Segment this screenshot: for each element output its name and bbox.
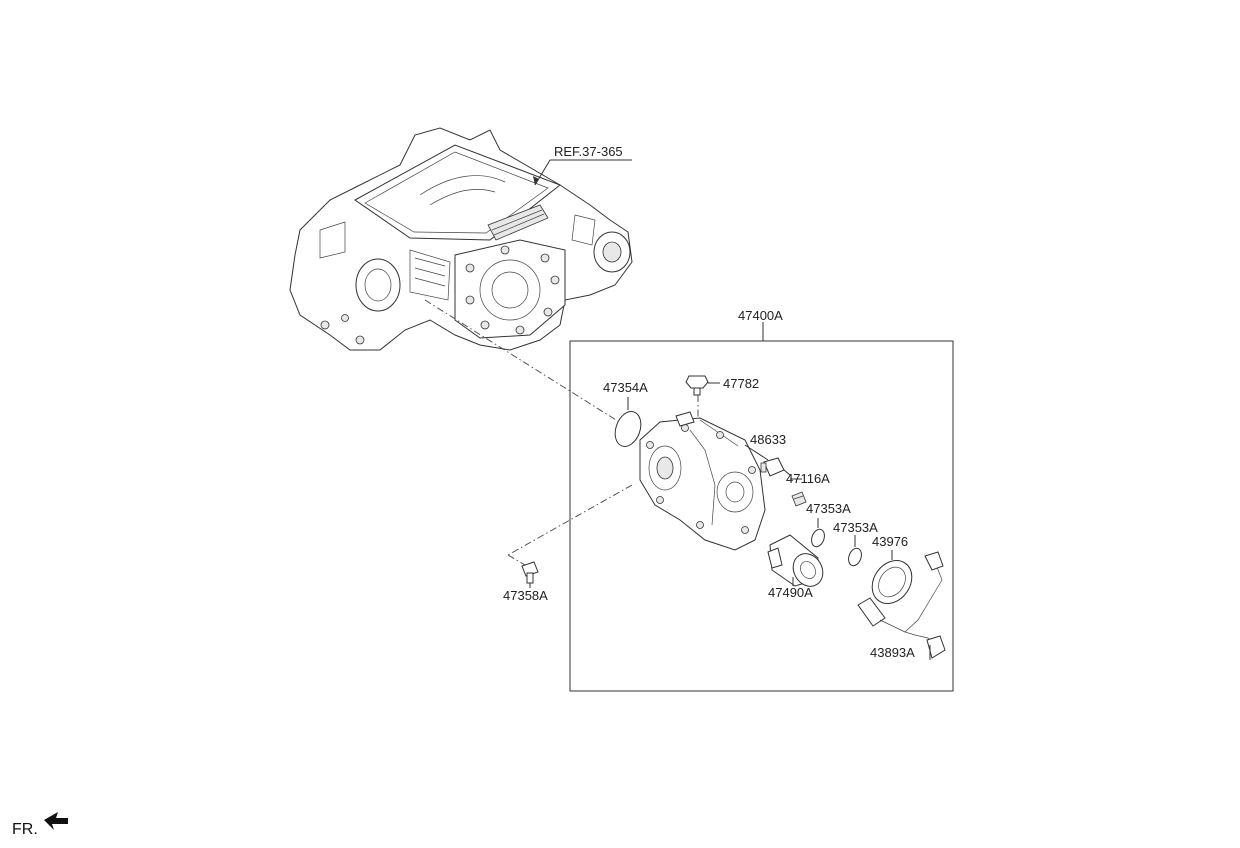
orientation-label: FR. [12,821,38,838]
part-47116A: 47116A [760,457,830,486]
plug-icon [791,491,807,507]
part-47353A-oring-a [811,518,825,548]
gear-housing-icon [639,417,766,551]
part-47353A-plug: 47353A [791,491,851,516]
part-47490A: 47490A [767,534,824,600]
part-47358A: 47358A [503,561,548,603]
wire-harness-icon [904,561,943,646]
part-47354A: 47354A [603,380,648,447]
part-label-47782: 47782 [723,376,759,391]
part-43976: 43976 [871,534,913,604]
part-label-48633: 48633 [750,432,786,447]
part-47353A-2: 47353A [833,520,878,567]
transaxle-housing-illustration [289,127,633,351]
reference-callout: REF.37-365 [533,144,632,186]
part-label-47116A: 47116A [786,471,830,486]
o-ring-icon [811,528,825,548]
front-arrow-icon [44,812,68,830]
seal-icon [871,560,913,604]
part-label-47358A: 47358A [503,588,548,603]
part-label-43893A: 43893A [870,645,915,660]
o-ring-icon [614,411,642,447]
part-label-43976: 43976 [872,534,908,549]
front-orientation-marker: FR. [12,812,68,838]
assembly-box: 47400A [569,308,954,692]
o-ring-icon [848,547,862,567]
part-label-47353A-1: 47353A [806,501,851,516]
part-label-47353A-2: 47353A [833,520,878,535]
bolt-icon [685,375,709,389]
assembly-label: 47400A [738,308,783,323]
part-43893A: 43893A [857,551,946,660]
reference-label: REF.37-365 [554,144,623,159]
bolt-icon [521,561,539,577]
sensor-icon [763,457,785,477]
part-47782: 47782 [685,375,759,396]
part-48633-housing: 48633 [639,411,786,551]
housing-bolts [320,245,560,345]
part-label-47490A: 47490A [768,585,813,600]
part-label-47354A: 47354A [603,380,648,395]
